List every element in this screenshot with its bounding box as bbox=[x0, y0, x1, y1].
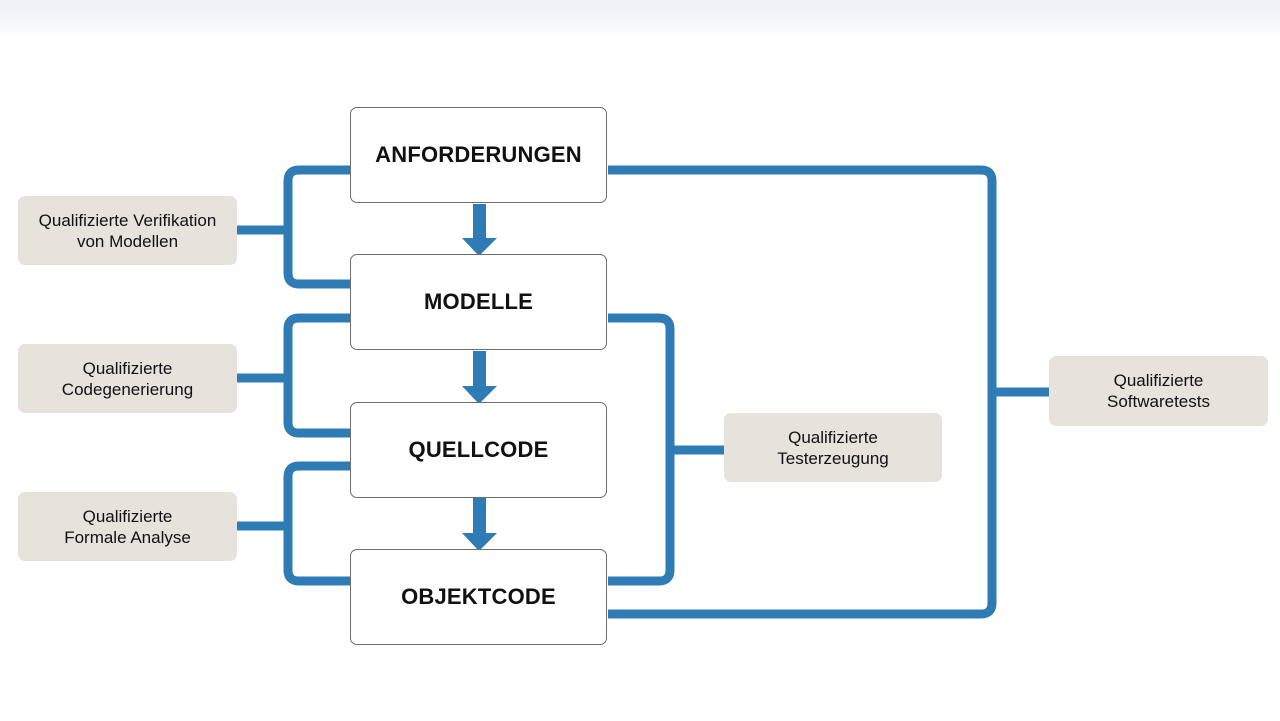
stage-label: ANFORDERUNGEN bbox=[375, 142, 582, 167]
tool-verifikation: Qualifizierte Verifikation von Modellen bbox=[18, 196, 237, 265]
stage-label: OBJEKTCODE bbox=[401, 584, 556, 609]
tool-label-line2: Codegenerierung bbox=[61, 379, 194, 399]
stage-label: MODELLE bbox=[424, 289, 533, 314]
tool-label-line2: Softwaretests bbox=[1107, 392, 1210, 411]
stage-anforderungen: ANFORDERUNGEN bbox=[350, 107, 607, 203]
stage-label: QUELLCODE bbox=[408, 437, 549, 462]
tool-label-line2: Testerzeugung bbox=[777, 448, 889, 468]
tool-label-line1: Qualifizierte bbox=[82, 358, 173, 378]
arrow-quellcode-objektcode bbox=[462, 498, 497, 551]
bracket-verifikation bbox=[283, 165, 350, 289]
flow-arrows bbox=[462, 204, 497, 551]
tool-testerzeugung: Qualifizierte Testerzeugung bbox=[724, 413, 942, 482]
tool-softwaretests: Qualifizierte Softwaretests bbox=[1049, 356, 1268, 426]
tool-formale-analyse: Qualifizierte Formale Analyse bbox=[18, 492, 237, 561]
bracket-codegenerierung bbox=[283, 313, 350, 438]
tool-label-line1: Qualifizierte Verifikation bbox=[38, 210, 217, 230]
tool-label-line1: Qualifizierte bbox=[788, 427, 878, 447]
bracket-testerzeugung bbox=[608, 313, 675, 586]
bracket-formale-analyse bbox=[283, 461, 350, 586]
stage-quellcode: QUELLCODE bbox=[350, 402, 607, 498]
top-band bbox=[0, 0, 1280, 38]
stage-modelle: MODELLE bbox=[350, 254, 607, 350]
arrow-anforderungen-modelle bbox=[462, 204, 497, 256]
stage-objektcode: OBJEKTCODE bbox=[350, 549, 607, 645]
tool-label-line1: Qualifizierte bbox=[1113, 371, 1204, 390]
tool-label-line2: Formale Analyse bbox=[64, 527, 191, 547]
tool-label-line2: von Modellen bbox=[76, 231, 179, 251]
arrow-modelle-quellcode bbox=[462, 351, 497, 404]
tool-codegenerierung: Qualifizierte Codegenerierung bbox=[18, 344, 237, 413]
tool-label-line1: Qualifizierte bbox=[82, 506, 173, 526]
